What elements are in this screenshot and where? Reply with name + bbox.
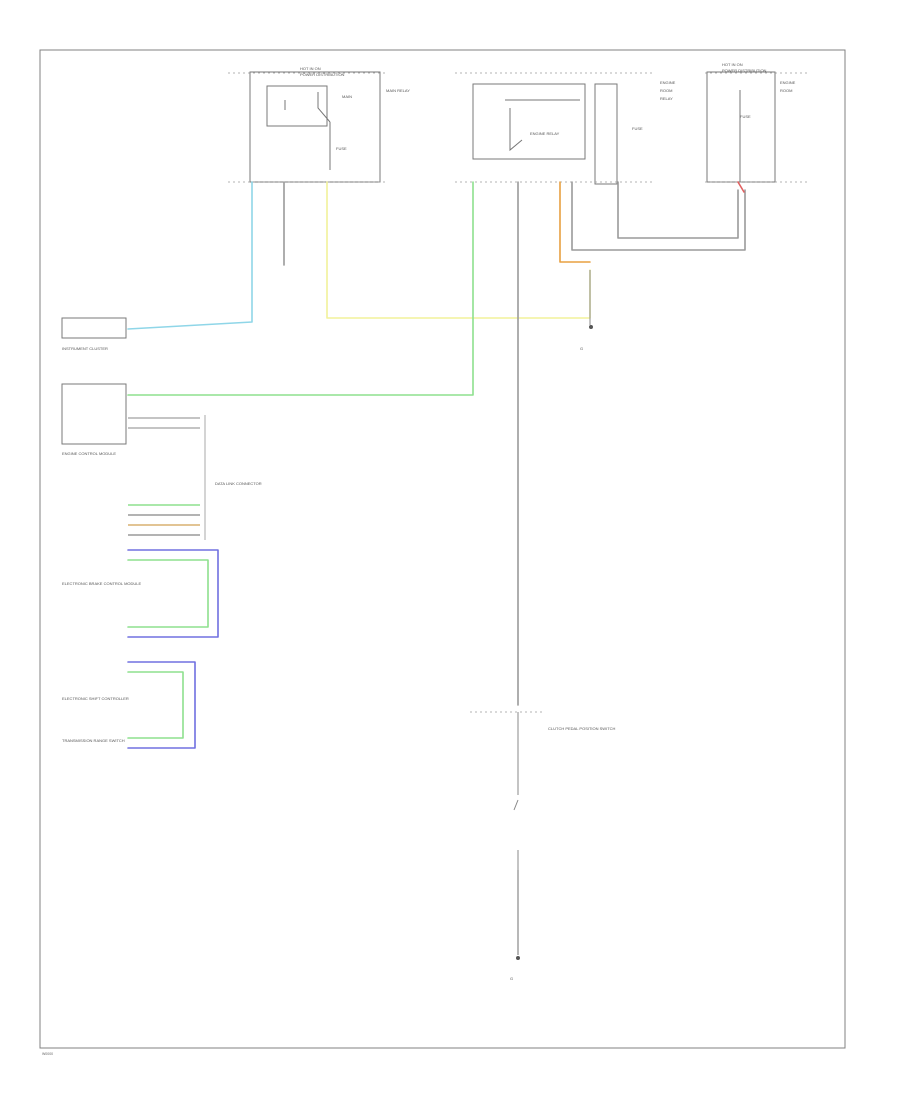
wire-red — [737, 181, 745, 193]
wire-yellow — [326, 181, 591, 319]
far-right-note: ENGINE — [780, 80, 796, 85]
far-right-fuse-label: FUSE — [740, 114, 751, 119]
right-relay-note-3: RELAY — [660, 96, 673, 101]
range-switch-label: TRANSMISSION RANGE SWITCH — [62, 738, 125, 743]
ground-bottom-dot — [516, 956, 520, 960]
cluster-box — [61, 317, 127, 339]
ecm-label: ENGINE CONTROL MODULE — [62, 451, 116, 456]
switch-contact — [513, 799, 519, 870]
wire-green-loop-1 — [127, 559, 209, 628]
left-relay-box — [249, 71, 381, 183]
cluster-label: INSTRUMENT CLUSTER — [62, 346, 108, 351]
right-relay-note: ENGINE — [660, 80, 676, 85]
shift-controller-label: ELECTRONIC SHIFT CONTROLLER — [62, 696, 129, 701]
right-relay-box — [472, 83, 586, 160]
right-relay-note-2: ROOM — [660, 88, 672, 93]
diagram-frame — [39, 49, 846, 1049]
ground-mid-dot — [589, 325, 593, 329]
footer-code: W0000 — [42, 1052, 53, 1056]
left-fuse-label: FUSE — [336, 146, 347, 151]
wire-orange — [559, 181, 591, 263]
wire-blue-loop-2 — [127, 661, 196, 749]
left-box-title: HOT IN ON — [300, 66, 321, 71]
wire-green-top — [127, 181, 474, 396]
far-right-subtitle: POWER DISTRIBUTION — [722, 68, 767, 73]
right-relay-contact — [505, 99, 580, 152]
wire-blue-loop-1 — [127, 549, 219, 638]
far-right-note-2: ROOM — [780, 88, 792, 93]
brake-module-label: ELECTRONIC BRAKE CONTROL MODULE — [62, 581, 142, 586]
right-fuse-label: FUSE — [632, 126, 643, 131]
wire-light-blue — [127, 181, 253, 330]
ground-bottom-label: G — [510, 976, 513, 981]
wire-gray-loop-inner — [617, 181, 739, 239]
left-box-subtitle: POWER DISTRIBUTION — [300, 72, 345, 77]
wire-green-loop-2 — [127, 671, 184, 739]
left-relay-inner — [266, 85, 328, 127]
ecm-box — [61, 383, 127, 445]
ground-mid-label: G — [580, 346, 583, 351]
switch-label: CLUTCH PEDAL POSITION SWITCH — [548, 726, 616, 731]
data-link-label: DATA LINK CONNECTOR — [215, 481, 262, 486]
wire-gray-loop — [571, 181, 746, 251]
right-relay-label: ENGINE RELAY — [530, 131, 560, 136]
left-relay-contact-label: MAIN — [342, 94, 352, 99]
left-relay-contact — [317, 92, 331, 123]
far-right-title: HOT IN ON — [722, 62, 743, 67]
right-relay-box-2 — [594, 83, 618, 185]
far-right-box — [706, 71, 776, 183]
left-relay-label: MAIN RELAY — [386, 88, 410, 93]
